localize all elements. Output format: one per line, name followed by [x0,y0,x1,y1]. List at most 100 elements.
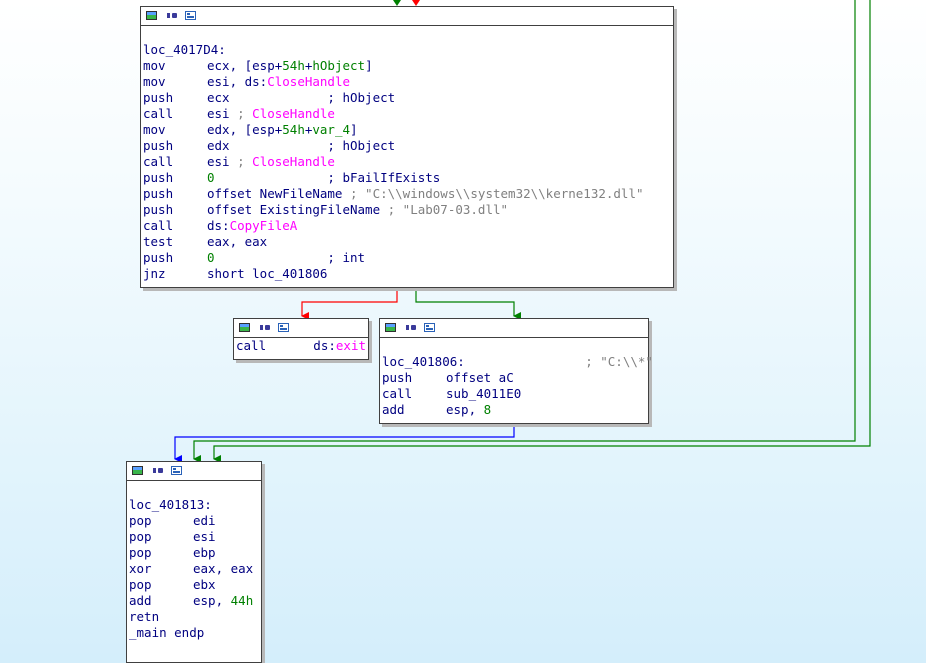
instruction-row[interactable]: push offset NewFileName ; "C:\\windows\\s… [143,186,671,202]
operand-string-comment: ; "C:\\windows\\system32\\kerne132.dll" [350,186,644,201]
operand-text: + [304,58,313,73]
graph-color-icon[interactable] [132,466,143,475]
operand-comment: ; hObject [327,138,396,153]
operand-number: 0 [207,170,215,185]
code-block-exit[interactable]: call ds:exit [233,318,369,360]
operand-import-name: CloseHandle [252,106,335,121]
block-label[interactable]: loc_401806: [382,354,465,369]
node-rename-icon[interactable] [166,11,177,20]
operand-text: edx, [esp+ [207,122,283,137]
graph-color-icon[interactable] [239,323,250,332]
mnemonic: add [129,593,152,608]
node-list-icon[interactable] [278,323,289,332]
operand-comment: ; hObject [327,90,396,105]
node-rename-icon[interactable] [152,466,163,475]
instruction-row[interactable]: pop edi [129,513,259,529]
operand-text: eax, eax [207,234,268,249]
node-header [127,462,261,481]
arrowhead-green [393,0,401,6]
graph-color-icon[interactable] [385,323,396,332]
operand-number: hObject [312,58,366,73]
mnemonic: pop [129,513,152,528]
mnemonic: call [236,338,267,353]
operand-text [215,250,328,266]
block-label[interactable]: loc_401813: [129,497,212,512]
operand-text: offset NewFileName [207,186,350,201]
operand-text [215,170,328,186]
blank-line [143,26,671,42]
operand-text: edx [207,138,328,153]
block-instructions: call ds:exit [234,338,368,354]
instruction-row[interactable]: retn [129,609,259,625]
operand-text: ] [350,122,358,137]
instruction-row[interactable]: mov edx, [esp+54h+var_4] [143,122,671,138]
edge-green-outer-2 [213,0,871,463]
node-list-icon[interactable] [185,11,196,20]
operand-text: esp, [446,402,484,417]
mnemonic: push [143,170,174,185]
operand-text: esi [207,106,238,121]
instruction-row[interactable]: add esp, 8 [382,402,646,418]
instruction-row[interactable]: _main endp [129,625,259,641]
node-rename-icon[interactable] [405,323,416,332]
edge-green-outer-1 [193,0,856,463]
block-label[interactable]: loc_4017D4: [143,42,226,57]
mnemonic: push [143,186,174,201]
operand-number: 54h [282,122,305,137]
instruction-list: call ds:exit [236,338,366,354]
mnemonic: call [143,154,174,169]
node-header [141,7,673,26]
node-list-icon[interactable] [424,323,435,332]
mnemonic: xor [129,561,152,576]
blank-line [129,481,259,497]
operand-number: var_4 [312,122,351,137]
operand-import-name: CloseHandle [267,74,351,89]
mnemonic: add [382,402,405,417]
node-rename-icon[interactable] [259,323,270,332]
edge-false-branch [301,288,398,320]
mnemonic: push [143,202,174,217]
node-list-icon[interactable] [171,466,182,475]
mnemonic: mov [143,122,166,137]
node-header [380,319,648,338]
operand-text: ecx, [esp+ [207,58,283,73]
operand-comment: ; bFailIfExists [327,170,441,185]
operand-number: 8 [483,402,492,417]
operand-text: ebp [193,545,216,560]
mnemonic: call [143,218,174,233]
operand-number: 54h [282,58,305,73]
mnemonic: call [143,106,174,121]
instruction-row[interactable]: push 0 ; bFailIfExists [143,170,671,186]
operand-number: 0 [207,250,215,265]
operand-text: edi [193,513,216,528]
operand-text: + [304,122,313,137]
instruction-row[interactable]: call ds:exit [236,338,366,354]
graph-color-icon[interactable] [146,11,157,20]
operand-text: offset ExistingFileName [207,202,388,217]
arrowhead-red [412,0,420,6]
